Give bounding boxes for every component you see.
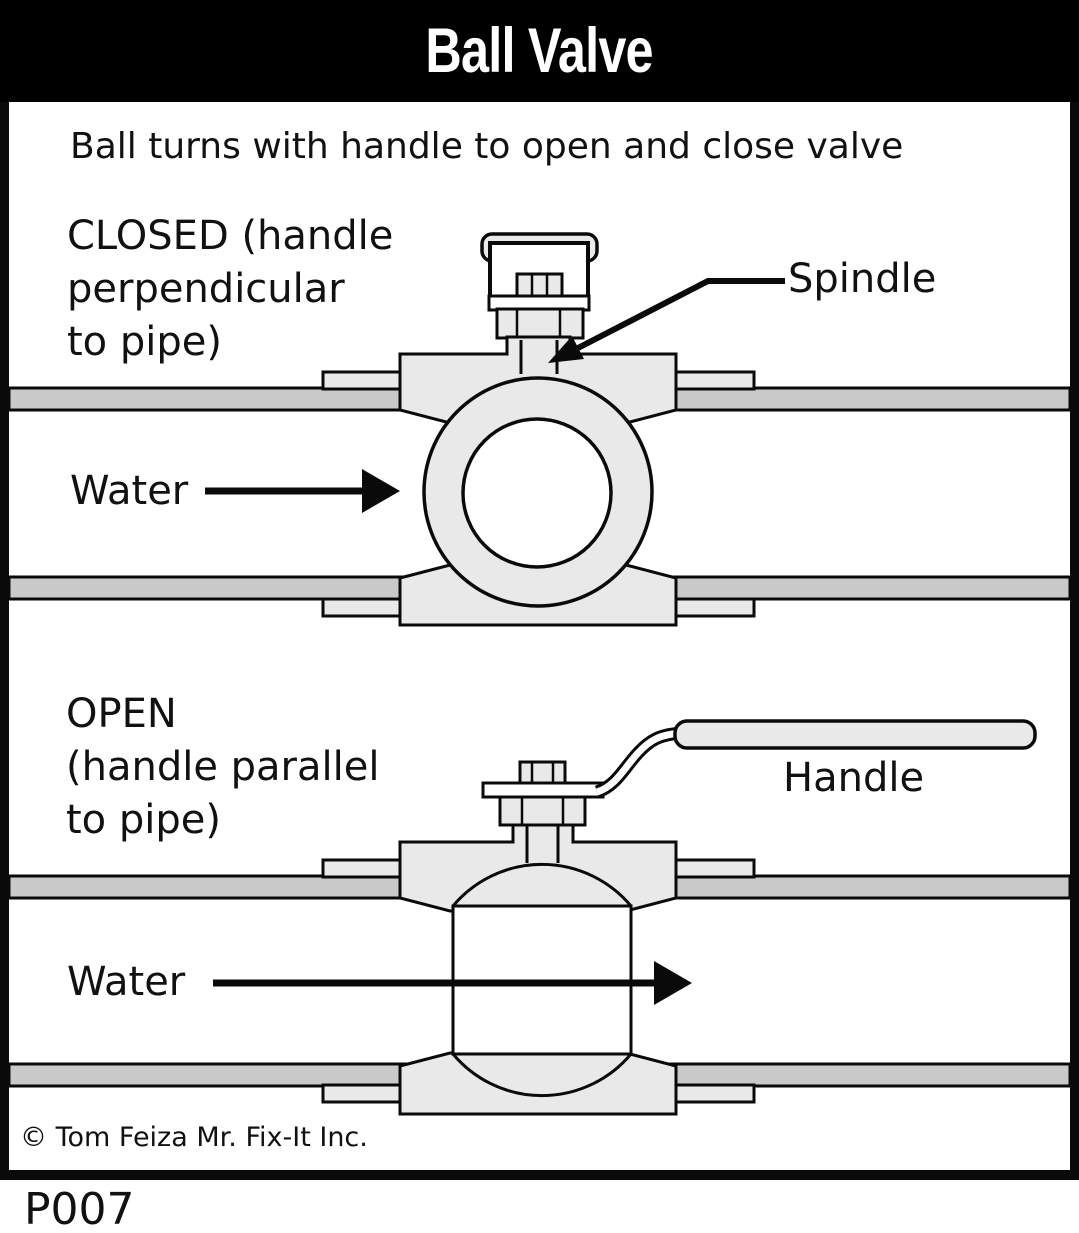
open-state-line: to pipe) <box>66 797 221 843</box>
closed-state-line: perpendicular <box>67 266 345 312</box>
open-state-line: OPEN <box>66 691 177 737</box>
open-state-line: (handle parallel <box>66 744 380 790</box>
stem-nut <box>518 760 567 785</box>
title-bar: Ball Valve <box>0 0 1079 102</box>
water-label-closed: Water <box>70 468 189 514</box>
flange-tab <box>670 858 756 879</box>
closed-state-line: CLOSED (handle <box>67 213 394 259</box>
water-flow-arrowhead <box>654 961 692 1005</box>
handle-base-plate <box>481 781 605 799</box>
flange-tab <box>670 597 756 618</box>
stem-nut <box>515 272 564 300</box>
flange-tab <box>670 370 756 391</box>
diagram-caption: Ball turns with handle to open and close… <box>70 126 904 167</box>
handle-bar <box>673 719 1037 750</box>
closed-state-line: to pipe) <box>67 319 222 365</box>
flange-tab <box>321 1083 409 1104</box>
closed-state-label: CLOSED (handle perpendicular to pipe) <box>67 210 393 369</box>
flange-tab <box>670 1083 756 1104</box>
flange-tab <box>321 370 409 391</box>
spindle-label: Spindle <box>788 256 937 302</box>
flange-tab <box>321 597 409 618</box>
open-valve-diagram <box>7 719 1072 1116</box>
water-label-open: Water <box>67 959 186 1005</box>
page-title: Ball Valve <box>425 16 654 86</box>
packing-nut <box>498 795 587 827</box>
flange-tab <box>321 858 409 879</box>
spindle-leader-line <box>576 278 785 351</box>
handle-lever <box>595 729 685 796</box>
water-flow-arrowhead <box>362 469 400 513</box>
open-state-label: OPEN (handle parallel to pipe) <box>66 688 379 847</box>
copyright-notice: © Tom Feiza Mr. Fix-It Inc. <box>20 1122 368 1153</box>
figure-id: P007 <box>24 1184 135 1233</box>
spindle-leader-arrowhead <box>548 336 584 363</box>
closed-valve-diagram <box>7 232 1072 627</box>
handle-label: Handle <box>783 755 925 801</box>
ball-bore-end-view <box>461 417 613 569</box>
packing-nut <box>495 307 585 340</box>
